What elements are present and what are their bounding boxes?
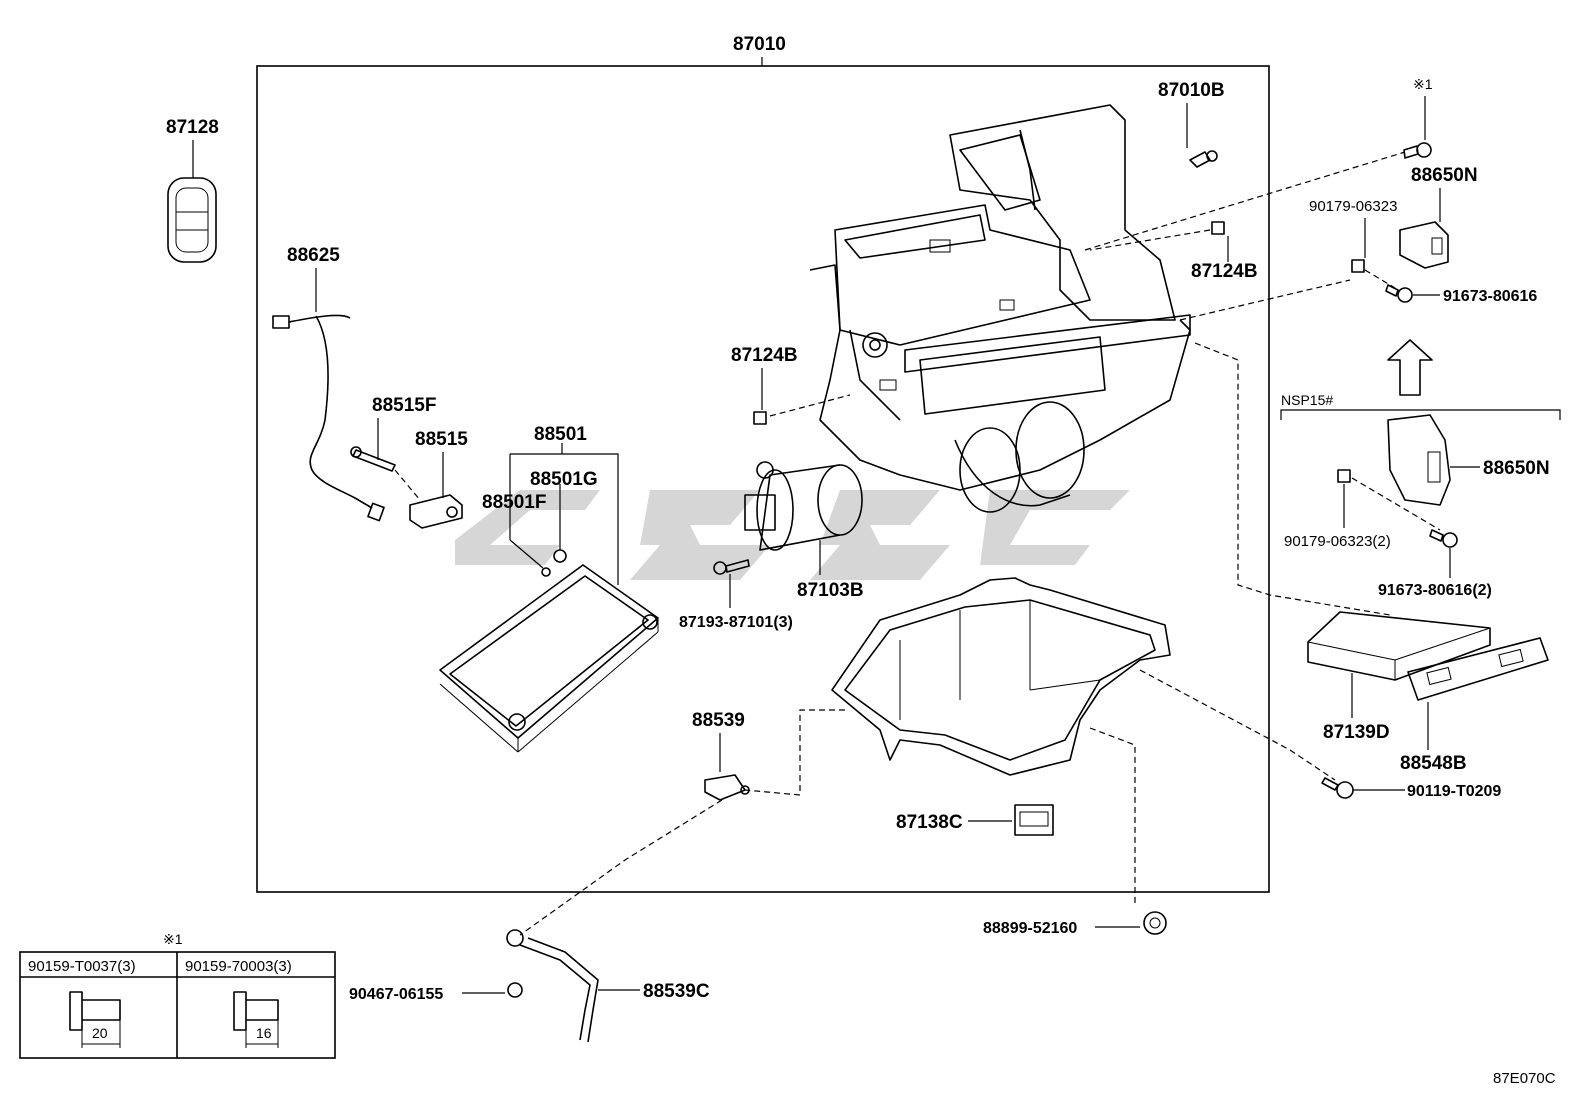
arrow-up-icon — [1387, 339, 1433, 396]
screw-88515F-icon — [350, 418, 421, 501]
watermark-logo — [455, 490, 1130, 580]
part-label-87010[interactable]: 87010 — [733, 34, 786, 55]
dashed-connectors — [519, 151, 1406, 936]
filter-87139D-icon — [1307, 611, 1491, 718]
part-label-87010B[interactable]: 87010B — [1158, 80, 1225, 101]
screw-91673-top-icon — [1385, 284, 1440, 303]
actuator-88650N-bottom-icon — [1387, 414, 1480, 506]
bolt-16-icon — [233, 991, 279, 1048]
diagram-reference-code: 87E070C — [1493, 1070, 1556, 1087]
part-label-88515[interactable]: 88515 — [415, 429, 468, 450]
bolt-table-col2-length: 16 — [256, 1025, 272, 1041]
block-88515-icon — [409, 452, 463, 529]
part-label-90179-top[interactable]: 90179-06323 — [1309, 198, 1397, 215]
bolt-table-col2-header[interactable]: 90159-70003(3) — [185, 958, 292, 975]
clip-87124B-top-icon — [1089, 221, 1229, 262]
bolt-90119-icon — [1321, 777, 1405, 799]
part-label-88501G[interactable]: 88501G — [530, 469, 598, 490]
hvac-housing-icon — [809, 104, 1191, 513]
part-label-90119[interactable]: 90119-T0209 — [1407, 783, 1501, 800]
part-label-88625[interactable]: 88625 — [287, 245, 340, 266]
tube-88539C-icon — [506, 929, 640, 1043]
part-label-87193[interactable]: 87193-87101(3) — [679, 614, 793, 631]
blower-motor-87103B-icon — [744, 461, 863, 575]
sensor-88539-icon — [704, 733, 750, 801]
part-label-87124B-left[interactable]: 87124B — [731, 345, 798, 366]
nut-88899-icon — [1095, 911, 1167, 935]
assembly-frame — [256, 57, 1270, 893]
part-label-90179-bottom[interactable]: 90179-06323(2) — [1284, 533, 1391, 550]
nsp-bracket — [1280, 409, 1561, 420]
part-label-88650N-top[interactable]: 88650N — [1411, 165, 1478, 186]
part-label-88501[interactable]: 88501 — [534, 424, 587, 445]
part-label-88650N-bottom[interactable]: 88650N — [1483, 458, 1550, 479]
bolt-20-icon — [69, 991, 121, 1048]
cover-88548B-icon — [1407, 637, 1549, 750]
part-label-87128[interactable]: 87128 — [166, 117, 219, 138]
bolt-table — [19, 951, 336, 1059]
clip-90467-icon — [462, 982, 523, 998]
screw-note-icon — [1403, 96, 1432, 159]
bolt-table-note-mark: ※1 — [163, 931, 183, 947]
part-label-91673-bottom[interactable]: 91673-80616(2) — [1378, 582, 1492, 599]
evaporator-88501-icon — [439, 443, 659, 753]
part-label-87124B-top[interactable]: 87124B — [1191, 261, 1258, 282]
bolt-table-col1-header[interactable]: 90159-T0037(3) — [28, 958, 136, 975]
screw-87193-icon — [713, 559, 750, 608]
screw-87010B-icon — [1186, 103, 1218, 168]
part-label-88548B[interactable]: 88548B — [1400, 753, 1467, 774]
gasket-87128-icon — [167, 140, 217, 263]
nsp-label: NSP15# — [1281, 392, 1333, 408]
part-label-87103B[interactable]: 87103B — [797, 580, 864, 601]
connector-87138C-icon — [968, 804, 1054, 836]
part-label-87139D[interactable]: 87139D — [1323, 722, 1390, 743]
part-label-88501F[interactable]: 88501F — [482, 492, 546, 513]
note-mark-top: ※1 — [1413, 76, 1433, 92]
clip-90179-top-icon — [1351, 218, 1396, 289]
bolt-table-col1-length: 20 — [92, 1025, 108, 1041]
sensor-wire-88625-icon — [272, 268, 385, 522]
part-label-91673-top[interactable]: 91673-80616 — [1443, 288, 1537, 305]
part-label-88899[interactable]: 88899-52160 — [983, 920, 1077, 937]
part-label-88515F[interactable]: 88515F — [372, 395, 436, 416]
actuator-88650N-top-icon — [1399, 188, 1449, 269]
part-label-90467[interactable]: 90467-06155 — [349, 986, 443, 1003]
clip-87124B-left-icon — [753, 368, 851, 425]
lower-case-icon — [831, 577, 1171, 776]
clip-90179-bottom-icon — [1337, 469, 1441, 531]
part-label-88539[interactable]: 88539 — [692, 710, 745, 731]
part-label-87138C[interactable]: 87138C — [896, 812, 963, 833]
part-label-88539C[interactable]: 88539C — [643, 981, 710, 1002]
screw-91673-bottom-icon — [1429, 529, 1458, 578]
